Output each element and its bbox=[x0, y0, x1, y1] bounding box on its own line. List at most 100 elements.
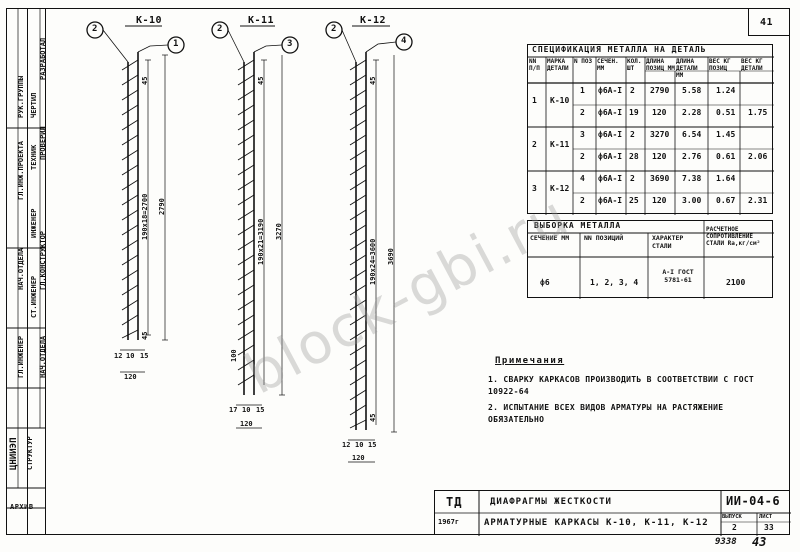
side-stamp-grid bbox=[6, 8, 46, 535]
cage-k10-spacing: 190х18=2700 bbox=[141, 193, 149, 240]
cage-k12 bbox=[325, 21, 413, 463]
sample-table-title: ВЫБОРКА МЕТАЛЛА bbox=[534, 221, 622, 230]
cage-k12-length: 3690 bbox=[387, 248, 395, 265]
title-line-1: ДИАФРАГМЫ ЖЕСТКОСТИ bbox=[490, 497, 612, 507]
footer-page: 43 bbox=[752, 535, 767, 549]
cage-k11-side-mark: 2 bbox=[217, 24, 223, 34]
spec-r3-c2: 2 bbox=[580, 152, 585, 161]
spec-r5-c3: ф6А-I bbox=[598, 196, 623, 205]
cage-k10-top-dim: 45 bbox=[141, 76, 149, 85]
spec-r5-c7: 0.67 bbox=[716, 196, 736, 205]
sheet-number: 41 bbox=[760, 17, 774, 28]
spec-r4-c1: К-12 bbox=[550, 184, 570, 193]
spec-r1-c8: 1.75 bbox=[748, 108, 768, 117]
spec-r2-c0: 2 bbox=[532, 140, 537, 149]
spec-r1-c2: 2 bbox=[580, 108, 585, 117]
spec-r3-c3: ф6А-I bbox=[598, 152, 623, 161]
spec-header-8: ВЕС КГ ДЕТАЛИ bbox=[741, 58, 763, 72]
spec-r4-c7: 1.64 bbox=[716, 174, 736, 183]
spec-r0-c2: 1 bbox=[580, 86, 585, 95]
title-block-grid bbox=[435, 491, 791, 536]
sheet-number-box bbox=[748, 8, 790, 36]
cage-k10-title: К-10 bbox=[136, 15, 163, 26]
spec-r2-c6: 6.54 bbox=[682, 130, 702, 139]
spec-header-4: КОЛ. ШТ bbox=[627, 58, 642, 72]
spec-r1-c7: 0.51 bbox=[716, 108, 736, 117]
spec-header-7: ВЕС КГ ПОЗИЦ bbox=[709, 58, 731, 72]
cage-k12-base: 120 bbox=[352, 454, 365, 462]
title-block bbox=[434, 490, 791, 536]
sample-row-2: А-I ГОСТ 5781-61 bbox=[662, 268, 694, 284]
sample-header-0: СЕЧЕНИЕ ММ bbox=[530, 234, 570, 242]
title-year: 1967г bbox=[438, 518, 460, 526]
cage-k10-base: 120 bbox=[124, 373, 137, 381]
spec-r2-c4: 2 bbox=[630, 130, 635, 139]
title-sheet-label: ЛИСТ bbox=[759, 514, 773, 520]
cage-k11-stirrups bbox=[237, 59, 255, 386]
spec-r3-c5: 120 bbox=[652, 152, 667, 161]
cage-k11-width-0: 17 bbox=[229, 406, 238, 414]
cage-k11 bbox=[211, 21, 299, 429]
footer-stamp: 9338 bbox=[715, 537, 737, 547]
spec-header-5: ДЛИНА ПОЗИЦ ММ bbox=[646, 58, 675, 72]
sample-row-3: 2100 bbox=[726, 278, 746, 287]
spec-r3-c8: 2.06 bbox=[748, 152, 768, 161]
spec-header-3: СЕЧЕН. ММ bbox=[597, 58, 619, 72]
cage-k12-title: К-12 bbox=[360, 15, 387, 26]
side-stamp-lines bbox=[6, 8, 46, 509]
spec-table-title: СПЕЦИФИКАЦИЯ МЕТАЛЛА НА ДЕТАЛЬ bbox=[532, 45, 707, 54]
spec-r0-c1: К-10 bbox=[550, 96, 570, 105]
cage-k12-width-1: 10 bbox=[355, 441, 364, 449]
sample-table bbox=[527, 220, 774, 299]
spec-header-1: МАРКА ДЕТАЛИ bbox=[547, 58, 569, 72]
cage-k12-bottom-dim: 45 bbox=[369, 413, 377, 422]
sample-header-3: РАСЧЕТНОЕ СОПРОТИВЛЕНИЕ СТАЛИ Rа,кг/см² bbox=[706, 226, 761, 247]
sample-table-grid bbox=[528, 221, 774, 299]
spec-r5-c5: 120 bbox=[652, 196, 667, 205]
spec-r1-c6: 2.28 bbox=[682, 108, 702, 117]
cage-k11-title: К-11 bbox=[248, 15, 275, 26]
cage-k11-spacing: 190х21=3190 bbox=[257, 218, 265, 265]
cage-k10-width-1: 10 bbox=[126, 352, 135, 360]
notes-item-0: 1. СВАРКУ КАРКАСОВ ПРОИЗВОДИТЬ В СООТВЕТ… bbox=[488, 375, 755, 396]
spec-table-grid bbox=[528, 56, 774, 215]
spec-r4-c0: 3 bbox=[532, 184, 537, 193]
spec-r4-c4: 2 bbox=[630, 174, 635, 183]
spec-r3-c7: 0.61 bbox=[716, 152, 736, 161]
cage-k11-width-2: 15 bbox=[256, 406, 265, 414]
spec-r5-c6: 3.00 bbox=[682, 196, 702, 205]
spec-r2-c5: 3270 bbox=[650, 130, 670, 139]
title-line-2: АРМАТУРНЫЕ КАРКАСЫ К-10, К-11, К-12 bbox=[484, 518, 709, 528]
title-doc-code: ИИ-04-6 bbox=[726, 494, 781, 508]
spec-r2-c7: 1.45 bbox=[716, 130, 736, 139]
spec-r1-c3: ф6А-I bbox=[598, 108, 623, 117]
cage-k11-width-1: 10 bbox=[242, 406, 251, 414]
spec-r1-c5: 120 bbox=[652, 108, 667, 117]
cage-k12-width-0: 12 bbox=[342, 441, 351, 449]
title-sheet: 33 bbox=[764, 523, 774, 532]
spec-r0-c5: 2790 bbox=[650, 86, 670, 95]
cage-k12-stirrups bbox=[349, 59, 367, 429]
spec-header-2: N ПОЗ bbox=[574, 58, 593, 65]
spec-r5-c4: 25 bbox=[629, 196, 639, 205]
title-issue-label: ВЫПУСК bbox=[722, 514, 742, 520]
title-code-label: ТД bbox=[446, 495, 463, 509]
spec-r1-c4: 19 bbox=[629, 108, 639, 117]
title-issue: 2 bbox=[732, 523, 737, 532]
cage-k10-bottom-dim: 45 bbox=[141, 331, 149, 340]
spec-r5-c8: 2.31 bbox=[748, 196, 768, 205]
side-bottom: АРХИВ bbox=[10, 503, 34, 511]
spec-r0-c4: 2 bbox=[630, 86, 635, 95]
cage-k10-length: 2790 bbox=[158, 198, 166, 215]
spec-r4-c5: 3690 bbox=[650, 174, 670, 183]
notes-item-1: 2. ИСПЫТАНИЕ ВСЕХ ВИДОВ АРМАТУРЫ НА РАСТ… bbox=[488, 403, 724, 424]
cage-k11-length: 3270 bbox=[275, 223, 283, 240]
spec-header-0: NN П/П bbox=[529, 58, 540, 72]
cage-k11-top-mark: 3 bbox=[287, 39, 293, 49]
cage-k12-side-mark: 2 bbox=[331, 24, 337, 34]
cage-k10 bbox=[86, 21, 185, 373]
spec-r2-c1: К-11 bbox=[550, 140, 570, 149]
notes-heading: Примечания bbox=[495, 356, 565, 366]
